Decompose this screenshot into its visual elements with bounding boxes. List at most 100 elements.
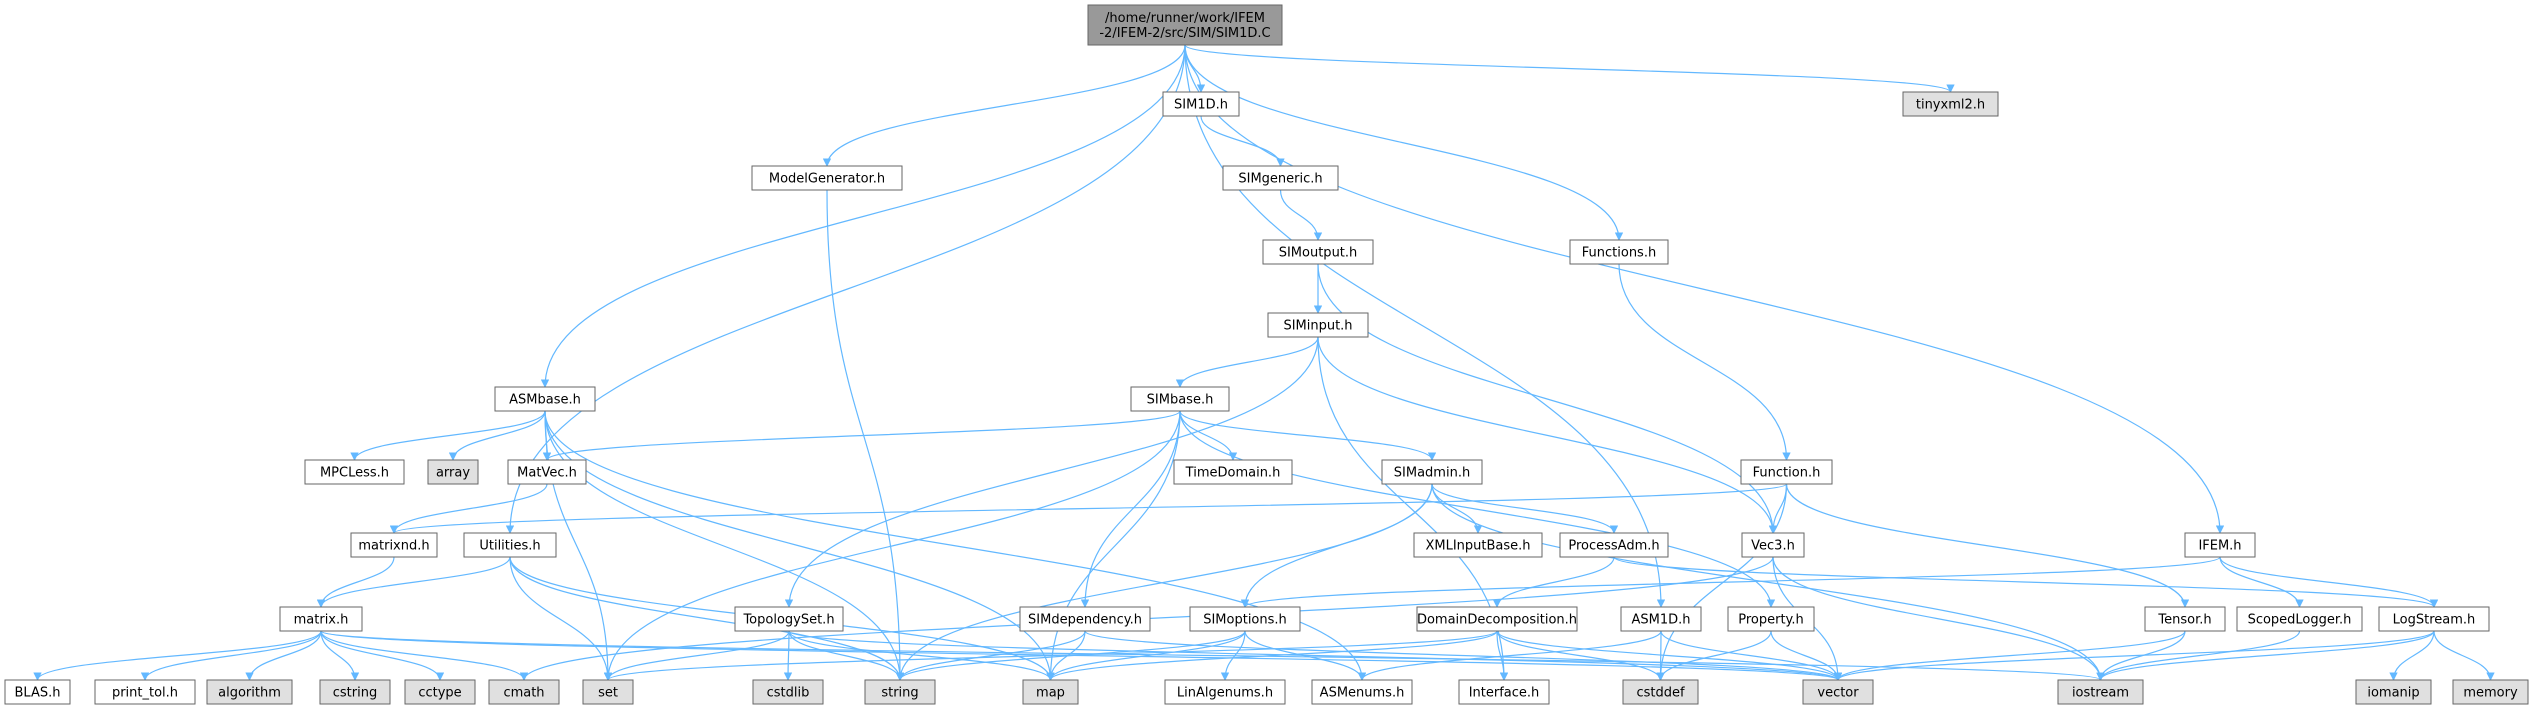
edge-domaindecomp-to-cstddef — [1496, 630, 1665, 681]
node-box — [2355, 679, 2432, 705]
node-matvec[interactable]: MatVec.h — [507, 459, 587, 485]
edge-root-to-asmbase — [540, 44, 1186, 388]
node-box — [1267, 312, 1369, 338]
edge-asmbase-to-array — [448, 410, 546, 461]
node-simbase[interactable]: SIMbase.h — [1130, 386, 1230, 412]
edge-simadmin-to-string — [895, 483, 1433, 681]
node-root[interactable]: /home/runner/work/IFEM-2/IFEM-2/src/SIM/… — [1087, 4, 1283, 46]
edge-root-to-ifem — [1184, 44, 2225, 534]
edge-functions-to-function — [1618, 263, 1791, 461]
node-simoptions[interactable]: SIMoptions.h — [1189, 606, 1301, 632]
node-box — [304, 459, 405, 485]
edge-matrixnd-to-matrix — [316, 556, 395, 608]
node-box — [2236, 606, 2363, 632]
node-box — [1620, 606, 1702, 632]
edge-domaindecomp-to-vector — [1496, 630, 1843, 681]
node-domaindecomp[interactable]: DomainDecomposition.h — [1416, 606, 1578, 632]
node-label: ModelGenerator.h — [769, 172, 885, 187]
node-matrix[interactable]: matrix.h — [279, 606, 363, 632]
node-box — [1130, 386, 1230, 412]
node-timedomain[interactable]: TimeDomain.h — [1173, 459, 1293, 485]
node-mpcless[interactable]: MPCLess.h — [304, 459, 405, 485]
node-cstring: cstring — [319, 679, 391, 705]
node-box — [1262, 239, 1374, 265]
node-layer: /home/runner/work/IFEM-2/IFEM-2/src/SIM/… — [4, 4, 2529, 705]
node-siminput[interactable]: SIMinput.h — [1267, 312, 1369, 338]
node-box — [2378, 606, 2490, 632]
edge-simbase-to-simdependency — [1080, 410, 1181, 608]
node-simadmin[interactable]: SIMadmin.h — [1381, 459, 1483, 485]
node-printtol[interactable]: print_tol.h — [94, 679, 196, 705]
node-iomanip: iomanip — [2355, 679, 2432, 705]
edge-simoptions-to-linalgenums — [1220, 630, 1246, 681]
node-label: matrixnd.h — [358, 539, 429, 554]
edge-root-to-utilities — [505, 44, 1186, 534]
node-label: string — [881, 686, 918, 701]
node-interface[interactable]: Interface.h — [1458, 679, 1550, 705]
node-label: SIMdependency.h — [1028, 613, 1142, 628]
node-topologyset[interactable]: TopologySet.h — [734, 606, 844, 632]
node-label: ASMenums.h — [1320, 686, 1405, 701]
edge-property-to-cstddef — [1656, 630, 1772, 681]
edge-utilities-to-matrix — [316, 556, 511, 608]
node-label: cstdlib — [767, 686, 810, 701]
node-asmbase[interactable]: ASMbase.h — [494, 386, 596, 412]
edge-topologyset-to-cstdlib — [783, 630, 793, 681]
node-tensor[interactable]: Tensor.h — [2144, 606, 2226, 632]
node-cstddef: cstddef — [1622, 679, 1699, 705]
node-box — [4, 679, 71, 705]
node-logstream[interactable]: LogStream.h — [2378, 606, 2490, 632]
edge-sim1d_h-to-simgeneric — [1200, 115, 1285, 167]
edge-simdependency-to-vector — [1084, 630, 1842, 681]
edge-root-to-tinyxml2 — [1184, 44, 1955, 93]
edge-simbase-to-timedomain — [1179, 410, 1238, 461]
node-xmlinputbase[interactable]: XMLInputBase.h — [1413, 532, 1543, 558]
node-box — [1740, 459, 1833, 485]
node-label: SIMadmin.h — [1394, 466, 1470, 481]
node-blas[interactable]: BLAS.h — [4, 679, 71, 705]
node-string: string — [864, 679, 936, 705]
node-label: iostream — [2072, 686, 2129, 701]
node-box — [1559, 532, 1669, 558]
edge-simbase-to-map — [1046, 410, 1181, 681]
edge-logstream-to-vector — [1833, 630, 2435, 681]
edge-topologyset-to-string — [788, 630, 905, 681]
node-matrixnd[interactable]: matrixnd.h — [350, 532, 438, 558]
node-asm1d[interactable]: ASM1D.h — [1620, 606, 1702, 632]
node-label: algorithm — [218, 686, 281, 701]
node-map: map — [1022, 679, 1079, 705]
node-box — [94, 679, 196, 705]
node-sim1d_h[interactable]: SIM1D.h — [1162, 91, 1240, 117]
node-set: set — [582, 679, 634, 705]
node-ifem[interactable]: IFEM.h — [2184, 532, 2256, 558]
node-box — [751, 165, 903, 191]
node-modelgen[interactable]: ModelGenerator.h — [751, 165, 903, 191]
node-box — [752, 679, 824, 705]
node-simdependency[interactable]: SIMdependency.h — [1019, 606, 1151, 632]
node-functions[interactable]: Functions.h — [1569, 239, 1669, 265]
edge-simgeneric-to-simoutput — [1279, 189, 1323, 241]
node-asmenums[interactable]: ASMenums.h — [1311, 679, 1413, 705]
node-label: vector — [1817, 686, 1859, 701]
node-box — [1311, 679, 1413, 705]
node-function[interactable]: Function.h — [1740, 459, 1833, 485]
edge-ifem-to-scopedlogger — [2219, 556, 2304, 608]
edge-asm1d-to-vector — [1660, 630, 1843, 681]
node-box — [507, 459, 587, 485]
edge-processadm-to-logstream — [1613, 556, 2438, 608]
node-property[interactable]: Property.h — [1727, 606, 1815, 632]
node-processadm[interactable]: ProcessAdm.h — [1559, 532, 1669, 558]
node-box — [1741, 532, 1805, 558]
edge-matrix-to-iostream — [320, 630, 2105, 681]
node-box — [1413, 532, 1543, 558]
node-vec3[interactable]: Vec3.h — [1741, 532, 1805, 558]
node-utilities[interactable]: Utilities.h — [463, 532, 557, 558]
node-label: Property.h — [1738, 613, 1804, 628]
node-simgeneric[interactable]: SIMgeneric.h — [1222, 165, 1339, 191]
node-scopedlogger[interactable]: ScopedLogger.h — [2236, 606, 2363, 632]
edge-utilities-to-set — [509, 556, 613, 681]
node-simoutput[interactable]: SIMoutput.h — [1262, 239, 1374, 265]
node-label: SIMinput.h — [1283, 319, 1352, 334]
node-box — [2184, 532, 2256, 558]
node-linalgenums[interactable]: LinAlgenums.h — [1164, 679, 1286, 705]
